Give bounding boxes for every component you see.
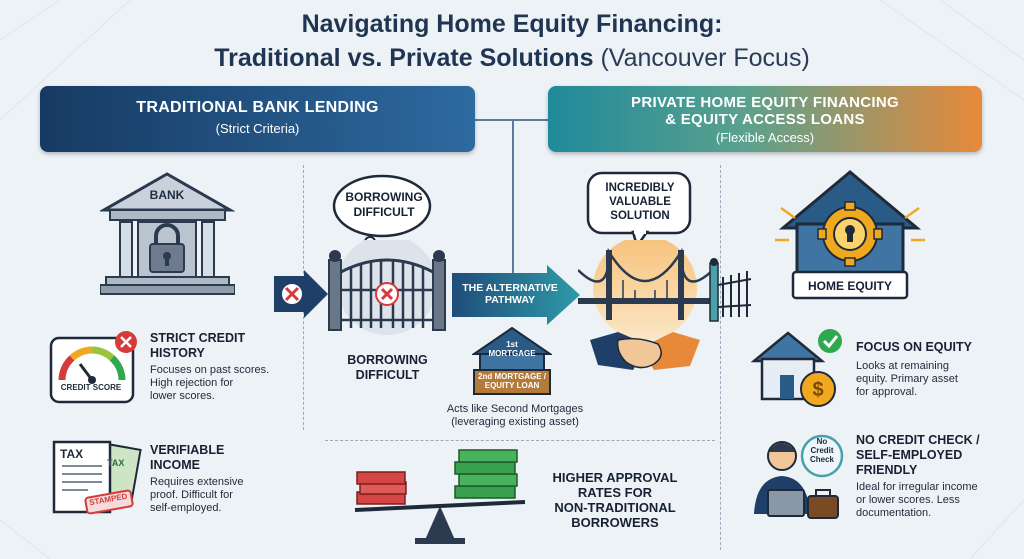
traditional-banner-title: TRADITIONAL BANK LENDING (136, 99, 379, 116)
left-item-income-title2: INCOME (150, 458, 200, 472)
house-coin-icon: $ (750, 329, 842, 407)
left-item-credit-title1: STRICT CREDIT (150, 331, 246, 345)
mortgage-house-icon (472, 326, 552, 395)
right-item-no-credit-body3: documentation. (856, 507, 932, 519)
alternative-pathway-arrow (452, 265, 580, 325)
thought-bubble-left-text: BORROWING DIFFICULT (336, 190, 432, 220)
right-item-equity-title: FOCUS ON EQUITY (856, 340, 972, 354)
left-item-credit-body3: lower scores. (150, 390, 215, 402)
locked-gate-icon (328, 240, 446, 335)
svg-text:$: $ (812, 379, 823, 401)
first-mortgage-number: 1st (506, 340, 518, 349)
left-item-income-title1: VERIFIABLE (150, 443, 225, 457)
approval-line1: HIGHER APPROVAL (552, 470, 678, 485)
home-equity-icon (775, 170, 925, 300)
left-item-credit-body1: Focuses on past scores. (150, 364, 270, 376)
bank-icon (100, 172, 235, 297)
left-item-income-body1: Requires extensive (150, 476, 244, 488)
approval-text: HIGHER APPROVAL RATES FOR NON-TRADITIONA… (540, 470, 690, 530)
right-item-no-credit-title1: NO CREDIT CHECK / (856, 433, 980, 447)
speech-bubble-line1: INCREDIBLY (605, 182, 675, 194)
mortgage-caption: Acts like Second Mortgages (leveraging e… (430, 403, 600, 429)
private-banner-subtitle: (Flexible Access) (715, 130, 815, 145)
gate-caption: BORROWING DIFFICULT (330, 353, 445, 383)
bank-sign: BANK (149, 188, 185, 202)
open-gate-icon (709, 258, 752, 322)
alternative-pathway-label: THE ALTERNATIVE PATHWAY (460, 282, 560, 306)
page-title-line1: Navigating Home Equity Financing: (301, 10, 723, 38)
tax-document-icon (52, 440, 142, 515)
speech-bubble-line2: VALUABLE (609, 196, 671, 208)
page-title-main: Traditional vs. Private Solutions (214, 44, 594, 72)
right-item-equity: FOCUS ON EQUITY Looks at remaining equit… (856, 340, 1016, 399)
mortgage-caption-line1: Acts like Second Mortgages (446, 403, 584, 415)
divider-bottom (325, 440, 715, 441)
first-mortgage-text: MORTGAGE (488, 349, 536, 358)
private-banner: PRIVATE HOME EQUITY FINANCING & EQUITY A… (548, 86, 982, 152)
alternative-pathway-line2: PATHWAY (485, 294, 535, 306)
page-title-line2: Traditional vs. Private Solutions (Vanco… (0, 44, 1024, 73)
gate-caption-line2: DIFFICULT (355, 368, 420, 382)
right-item-equity-body2: equity. Primary asset (856, 373, 958, 385)
right-item-no-credit: NO CREDIT CHECK / SELF-EMPLOYED FRIENDLY… (856, 433, 1021, 520)
gate-caption-line1: BORROWING (347, 353, 428, 367)
second-mortgage-text: EQUITY LOAN (484, 381, 540, 390)
left-item-credit-title2: HISTORY (150, 346, 205, 360)
approval-line4: BORROWERS (571, 515, 659, 530)
tax-document-label-2: TAX (107, 458, 125, 468)
blocked-arrow-icon (274, 270, 328, 318)
first-mortgage-label: 1st MORTGAGE (482, 340, 542, 358)
traditional-banner-subtitle: (Strict Criteria) (215, 121, 300, 136)
no-credit-badge-line1: No (816, 437, 828, 446)
credit-score-label: CREDIT SCORE (60, 383, 122, 392)
credit-score-gauge-icon (49, 331, 137, 404)
balance-scale-icon (354, 449, 526, 544)
self-employed-person-icon (754, 434, 844, 519)
mortgage-caption-line2: (leveraging existing asset) (451, 416, 579, 428)
page-title-location: (Vancouver Focus) (600, 44, 810, 72)
right-item-no-credit-body1: Ideal for irregular income (856, 481, 978, 493)
left-item-credit: STRICT CREDIT HISTORY Focuses on past sc… (150, 331, 300, 403)
speech-bubble-line3: SOLUTION (610, 210, 670, 222)
no-credit-check-badge: No Credit Check (803, 437, 841, 464)
second-mortgage-number: 2nd MORTGAGE / (478, 372, 546, 381)
speech-bubble-right-text: INCREDIBLY VALUABLE SOLUTION (590, 181, 690, 223)
connector-lines (475, 119, 550, 285)
no-credit-badge-line3: Check (809, 455, 834, 464)
thought-bubble-left-line2: DIFFICULT (353, 205, 415, 219)
second-mortgage-label: 2nd MORTGAGE / EQUITY LOAN (474, 372, 550, 390)
alternative-pathway-line1: THE ALTERNATIVE (462, 282, 558, 294)
left-item-income-body2: proof. Difficult for (150, 489, 233, 501)
thought-bubble-left-line1: BORROWING (345, 190, 423, 204)
approval-line2: RATES FOR (577, 485, 653, 500)
private-banner-title-1: PRIVATE HOME EQUITY FINANCING (631, 94, 899, 111)
no-credit-badge-line2: Credit (810, 446, 834, 455)
private-banner-title-2: & EQUITY ACCESS LOANS (665, 111, 865, 128)
right-item-no-credit-title3: FRIENDLY (856, 463, 918, 477)
right-item-no-credit-body2: or lower scores. Less (856, 494, 960, 506)
right-item-no-credit-title2: SELF-EMPLOYED (856, 448, 963, 462)
left-item-credit-body2: High rejection for (150, 377, 234, 389)
left-item-income: VERIFIABLE INCOME Requires extensive pro… (150, 443, 300, 515)
traditional-banner: TRADITIONAL BANK LENDING (Strict Criteri… (40, 86, 475, 152)
approval-line3: NON-TRADITIONAL (554, 500, 676, 515)
right-item-equity-body1: Looks at remaining (856, 360, 949, 372)
divider-right (720, 165, 721, 550)
home-equity-label: HOME EQUITY (807, 279, 892, 293)
left-item-income-body3: self-employed. (150, 502, 222, 514)
right-item-equity-body3: for approval. (856, 386, 918, 398)
tax-document-label: TAX (60, 447, 84, 461)
bridge-handshake-icon (578, 240, 713, 370)
